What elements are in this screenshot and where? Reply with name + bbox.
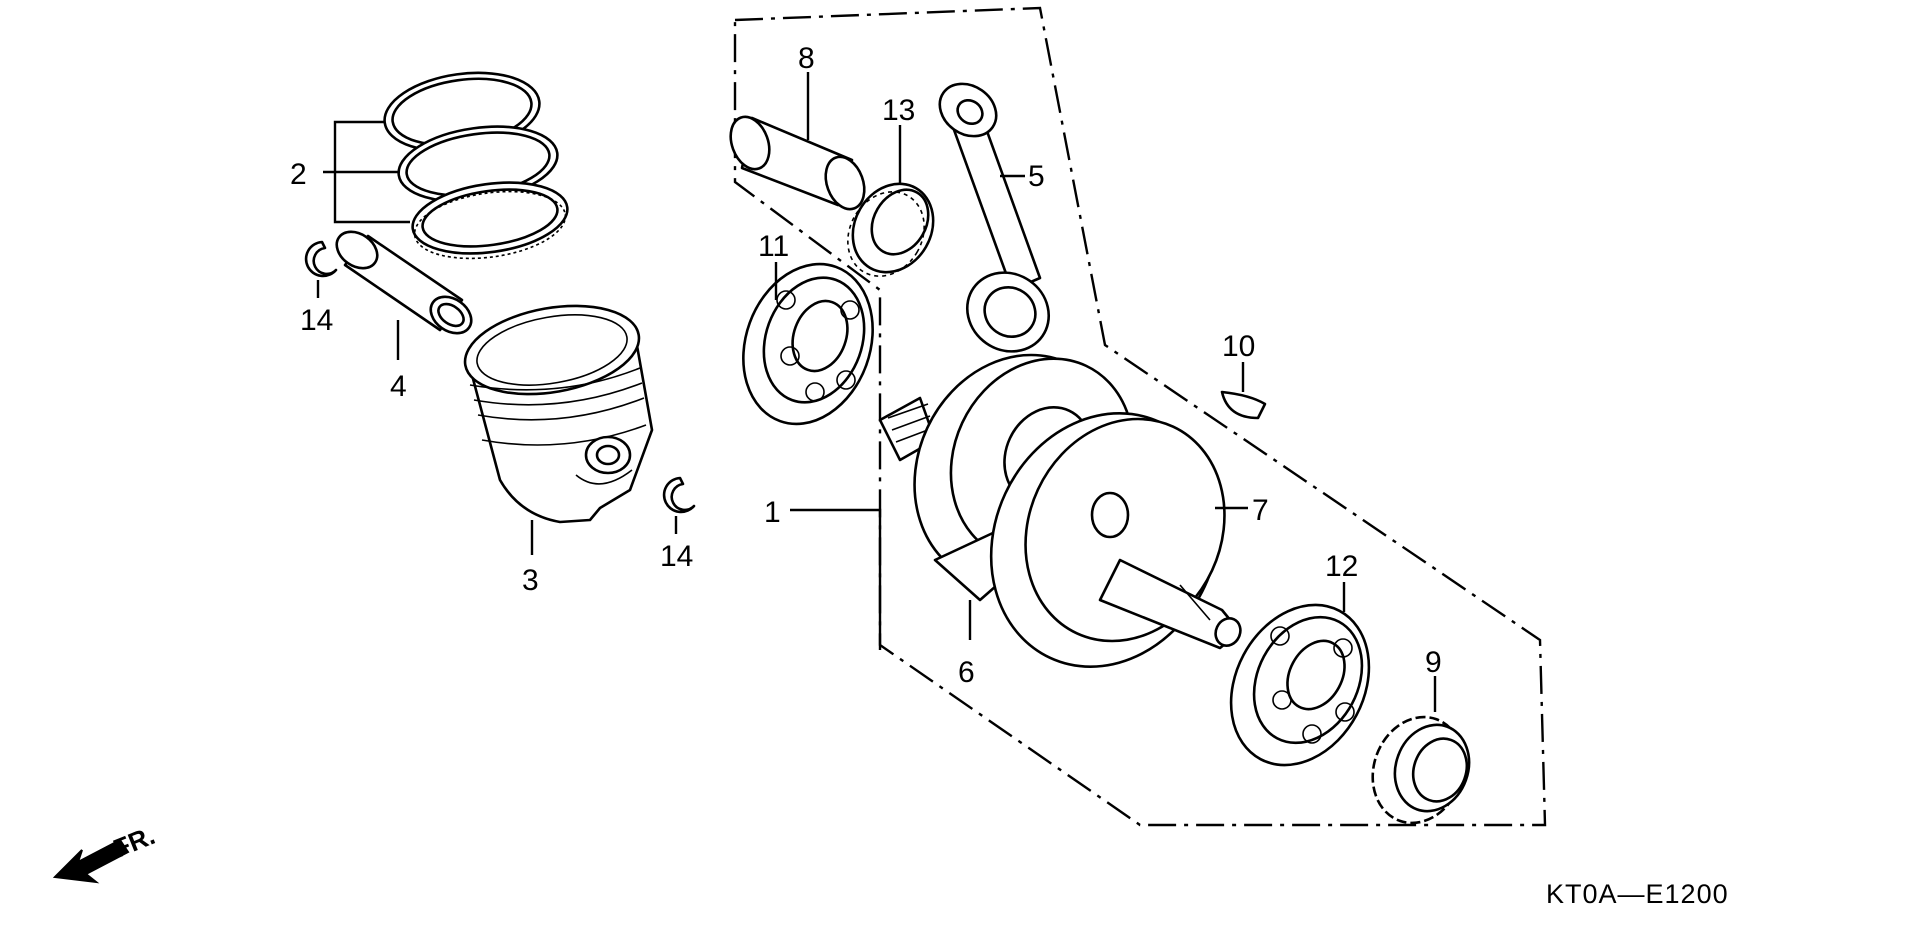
crank-pin — [729, 115, 866, 211]
circlip-left — [304, 240, 338, 278]
ball-bearing-left — [742, 262, 874, 426]
label-5: 5 — [1028, 160, 1045, 193]
ball-bearing-right — [1229, 603, 1371, 767]
woodruff-key — [1220, 390, 1267, 420]
needle-bearing — [847, 182, 935, 277]
front-direction-arrow: FR. — [52, 820, 159, 884]
label-3: 3 — [522, 564, 539, 597]
label-9: 9 — [1425, 646, 1442, 679]
label-2: 2 — [290, 158, 307, 191]
label-11: 11 — [758, 230, 789, 263]
label-14b: 14 — [660, 540, 693, 573]
label-8: 8 — [798, 42, 815, 75]
label-4: 4 — [390, 370, 407, 403]
piston — [463, 304, 654, 524]
piston-rings — [383, 71, 569, 260]
label-14a: 14 — [300, 304, 333, 337]
assembly-boundary-upper — [733, 6, 1547, 827]
timing-sprocket — [1371, 715, 1471, 825]
label-6: 6 — [958, 656, 975, 689]
connecting-rod — [938, 82, 1051, 353]
piston-pin — [335, 230, 473, 335]
diagram-code: KT0A—E1200 — [1546, 879, 1729, 909]
label-1: 1 — [764, 496, 781, 529]
label-10: 10 — [1222, 330, 1255, 363]
label-13: 13 — [882, 94, 915, 127]
crankshaft — [878, 353, 1242, 668]
circlip-right — [662, 476, 696, 514]
label-12: 12 — [1325, 550, 1358, 583]
label-7: 7 — [1252, 494, 1269, 527]
leader-1 — [790, 508, 882, 650]
